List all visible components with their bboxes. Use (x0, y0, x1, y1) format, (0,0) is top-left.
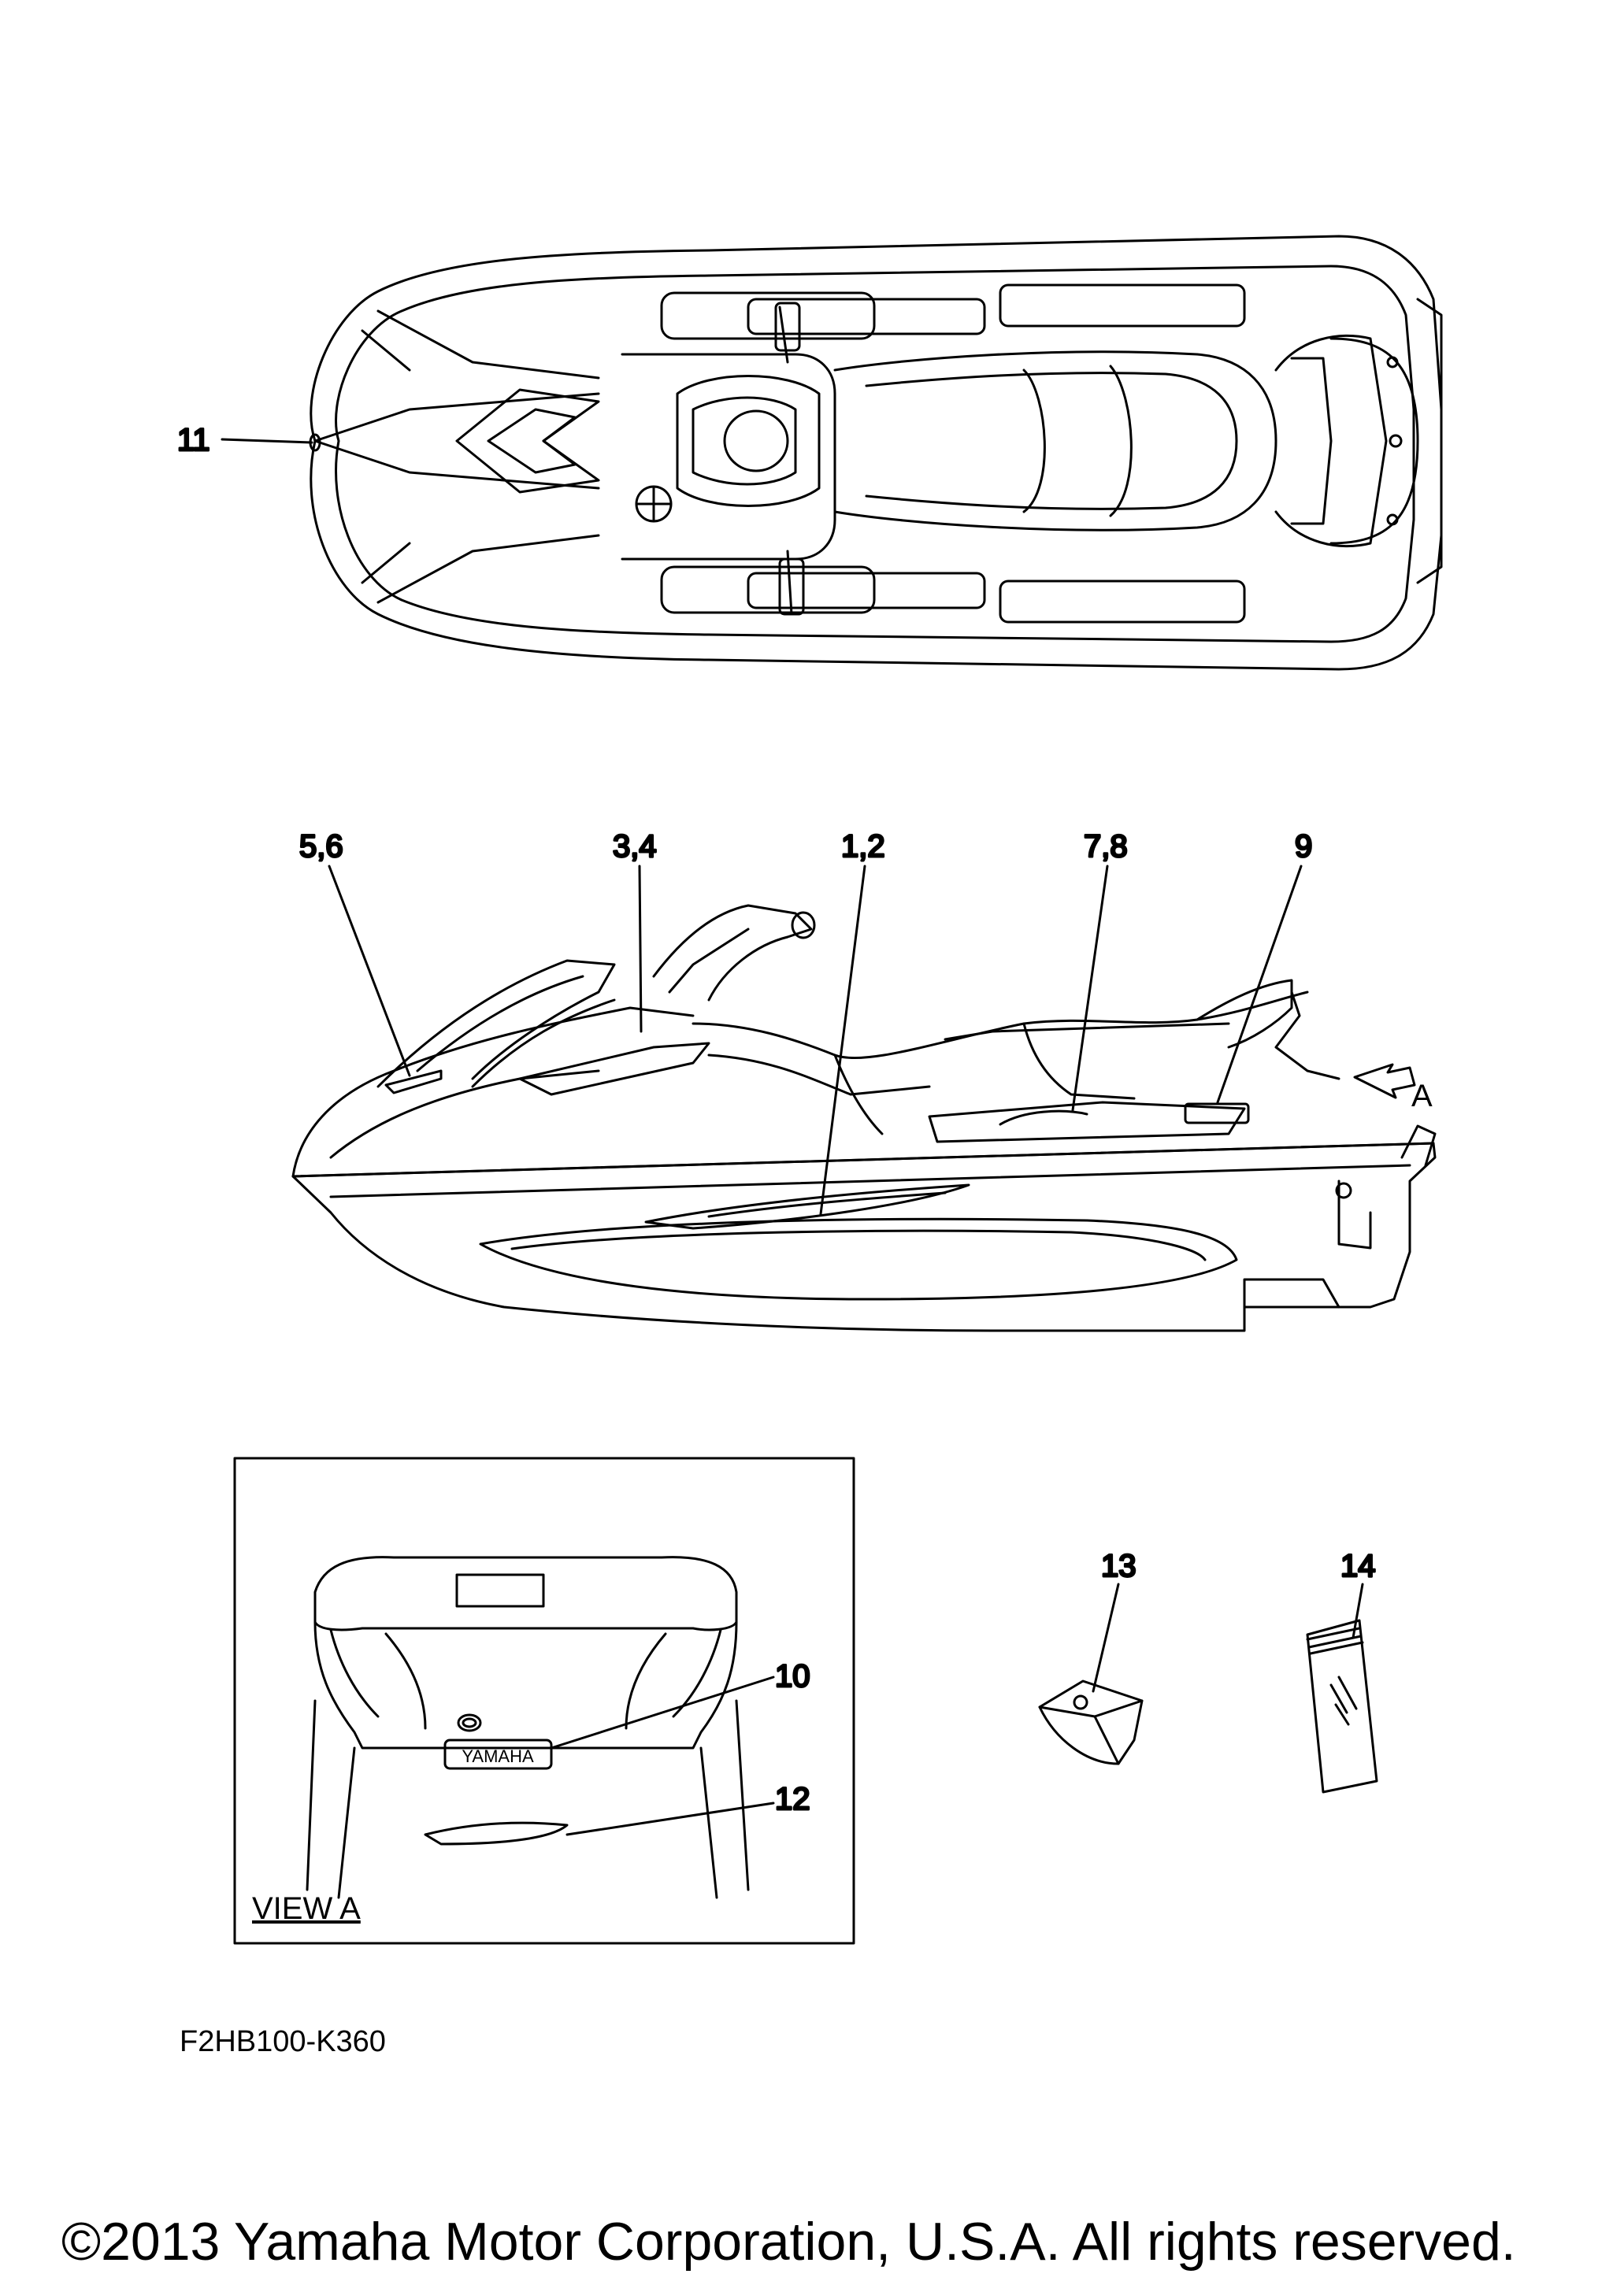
callout-11: 11 (177, 423, 210, 457)
view-a-box (233, 1457, 855, 1945)
leader-line-5-6 (328, 865, 411, 1077)
callout-9: 9 (1295, 829, 1312, 864)
view-a-stern-drawing: YAMAHA (306, 1556, 750, 1899)
view-a-arrow (1353, 1063, 1416, 1099)
callout-3-4: 3,4 (613, 829, 657, 864)
callout-1-2: 1,2 (841, 829, 885, 864)
copyright-notice: ©2013 Yamaha Motor Corporation, U.S.A. A… (61, 2212, 1516, 2272)
view-a-title: VIEW A (252, 1891, 361, 1926)
leader-line-9 (1216, 865, 1303, 1104)
callout-12: 12 (775, 1782, 810, 1816)
callout-10: 10 (775, 1659, 810, 1694)
leader-line-10 (550, 1676, 775, 1750)
leader-line-3-4 (638, 865, 643, 1033)
callout-7-8: 7,8 (1084, 829, 1128, 864)
drawing-code: F2HB100-K360 (180, 2025, 386, 2058)
callout-13: 13 (1101, 1549, 1137, 1583)
leader-line-11 (221, 438, 313, 444)
part-13-pouch (1038, 1679, 1144, 1765)
leader-line-7-8 (1071, 865, 1109, 1112)
top-view-watercraft (309, 235, 1443, 671)
yamaha-plate (443, 1739, 553, 1770)
leader-line-1-2 (819, 865, 866, 1216)
callout-5-6: 5,6 (299, 829, 343, 864)
leader-line-12 (565, 1802, 775, 1836)
stern-decal (424, 1821, 569, 1846)
view-a-arrow-label: A (1411, 1079, 1433, 1113)
leader-line-13 (1092, 1583, 1120, 1693)
leader-line-14 (1352, 1583, 1364, 1639)
callout-14: 14 (1340, 1549, 1376, 1583)
yamaha-badge-text: YAMAHA (462, 1746, 534, 1766)
part-14-manual-pouch (1306, 1619, 1378, 1794)
